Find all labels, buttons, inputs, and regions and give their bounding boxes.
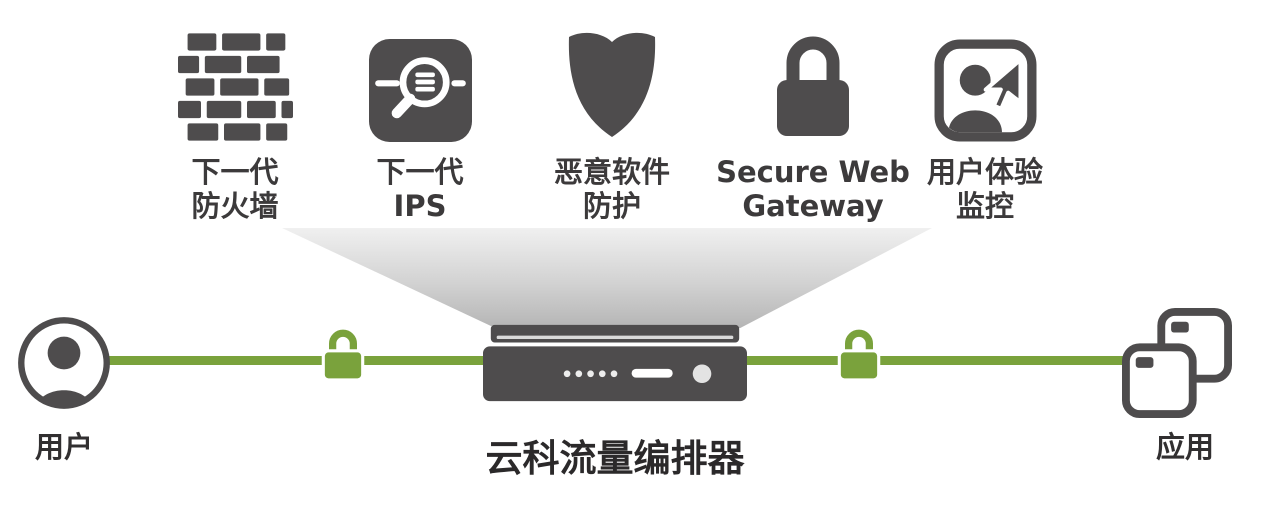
service-label-line: 用户体验 <box>926 155 1043 189</box>
service-label-ngfw: 下一代 防火墙 <box>135 155 335 223</box>
service-label-swg: Secure Web Gateway <box>713 155 913 223</box>
service-label-line: IPS <box>393 189 447 224</box>
link-lock-left-icon <box>320 327 366 387</box>
user-icon <box>14 317 114 417</box>
service-label-malware: 恶意软件 防护 <box>512 155 712 223</box>
service-ngfw: 下一代 防火墙 <box>135 24 335 223</box>
service-label-line: 监控 <box>955 189 1014 224</box>
service-malware-protection: 恶意软件 防护 <box>512 24 712 223</box>
service-ngips: 下一代 IPS <box>320 24 520 223</box>
service-uem: 用户体验 监控 <box>885 24 1085 223</box>
apps-windows-icon <box>1122 308 1232 422</box>
service-label-line: Secure Web <box>716 155 910 189</box>
ips-magnifier-icon <box>320 24 520 142</box>
service-swg: Secure Web Gateway <box>713 24 913 223</box>
service-label-line: 恶意软件 <box>553 155 670 189</box>
service-label-ngips: 下一代 IPS <box>320 155 520 223</box>
applications-node <box>1122 308 1232 422</box>
service-label-line: 防火墙 <box>191 189 279 224</box>
service-label-line: 下一代 <box>191 155 279 189</box>
orchestrator-appliance <box>483 324 747 406</box>
user-label: 用户 <box>34 430 93 464</box>
app-label: 应用 <box>1155 430 1214 464</box>
user-monitor-icon <box>885 24 1085 142</box>
user-node <box>14 313 114 417</box>
service-label-line: 防护 <box>582 189 641 224</box>
lock-icon <box>713 24 913 142</box>
service-label-line: 下一代 <box>376 155 464 189</box>
firewall-icon <box>135 24 335 142</box>
traffic-funnel <box>282 228 932 328</box>
service-label-line: Gateway <box>742 189 884 224</box>
orchestrator-label: 云科流量编排器 <box>485 437 745 480</box>
link-lock-right-icon <box>836 327 882 387</box>
shield-icon <box>512 24 712 142</box>
service-label-uem: 用户体验 监控 <box>885 155 1085 223</box>
